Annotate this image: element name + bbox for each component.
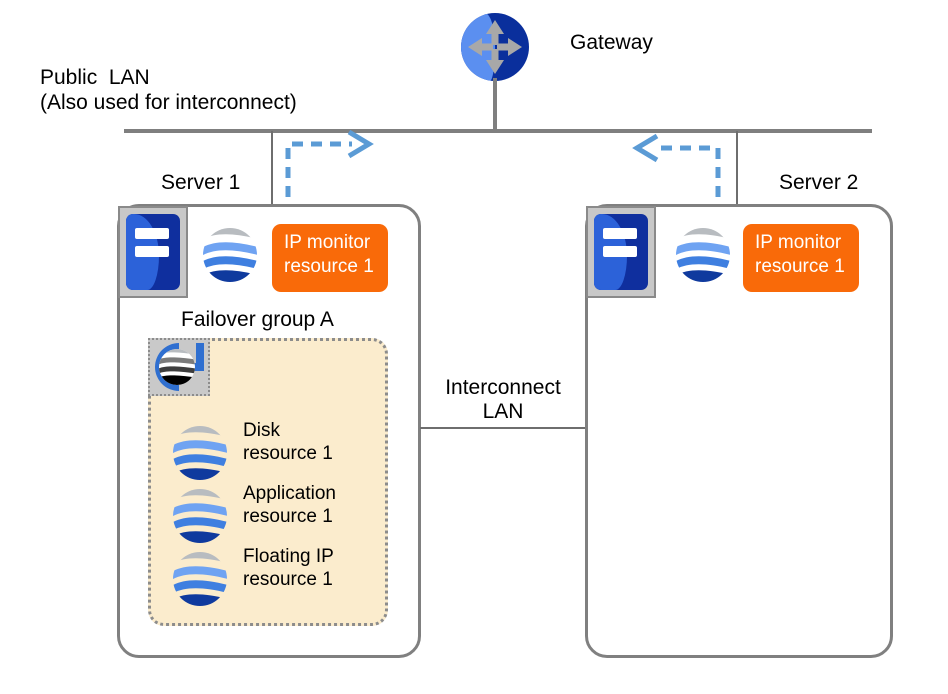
server2-server-icon-body <box>594 214 648 290</box>
gateway-router-icon <box>461 13 529 81</box>
server2-lan-drop-line <box>736 131 738 206</box>
server1-ip-monitor-line2: resource 1 <box>284 256 374 277</box>
failover-resource-application-line1: Application <box>243 483 336 504</box>
server1-ip-monitor-line1: IP monitor <box>284 232 371 253</box>
failover-resource-application-globe-icon <box>173 489 227 543</box>
server2-server-icon <box>586 206 656 298</box>
failover-group-g-icon <box>148 338 210 396</box>
interconnect-lan-label-line2: LAN <box>482 400 524 423</box>
server2-server-icon-bar-bottom <box>602 245 638 258</box>
server2-ip-monitor-pill[interactable]: IP monitor resource 1 <box>743 224 859 292</box>
server1-monitor-arrowhead <box>347 129 374 159</box>
public-lan-label-line1: Public LAN <box>40 66 150 89</box>
server1-label: Server 1 <box>161 171 241 194</box>
server1-ip-monitor-pill[interactable]: IP monitor resource 1 <box>272 224 388 292</box>
failover-resource-disk-line2: resource 1 <box>243 443 333 464</box>
server1-server-icon <box>118 206 188 298</box>
failover-resource-disk-line1: Disk <box>243 420 280 441</box>
failover-resource-floating-ip-globe-icon <box>173 552 227 606</box>
server1-monitor-arrow <box>285 141 352 197</box>
interconnect-lan-label-line1: Interconnect <box>445 376 561 399</box>
server2-ip-monitor-line1: IP monitor <box>755 232 842 253</box>
server1-ip-monitor-globe-icon <box>203 228 257 282</box>
server1-server-icon-body <box>126 214 180 290</box>
server2-server-icon-bar-top <box>602 227 638 240</box>
server2-ip-monitor-line2: resource 1 <box>755 256 845 277</box>
gateway-drop-line <box>493 78 497 132</box>
interconnect-lan-line <box>420 427 586 429</box>
public-lan-label-line2: (Also used for interconnect) <box>40 91 297 114</box>
failover-resource-floating-ip-line1: Floating IP <box>243 546 334 567</box>
server1-lan-drop-line <box>271 131 273 206</box>
gateway-label: Gateway <box>570 31 653 54</box>
server2-label: Server 2 <box>779 171 859 194</box>
failover-group-g-glyph <box>155 343 204 391</box>
gateway-arrows-glyph <box>468 20 522 74</box>
server2-monitor-arrow <box>654 145 721 197</box>
failover-resource-application-line2: resource 1 <box>243 506 333 527</box>
failover-resource-disk-globe-icon <box>173 426 227 480</box>
server1-server-icon-bar-bottom <box>134 245 170 258</box>
server2-ip-monitor-globe-icon <box>676 228 730 282</box>
server2-monitor-arrowhead <box>632 133 659 163</box>
server1-server-icon-bar-top <box>134 227 170 240</box>
failover-group-a-label: Failover group A <box>181 308 334 331</box>
public-lan-bus-line <box>124 129 872 133</box>
failover-resource-floating-ip-line2: resource 1 <box>243 569 333 590</box>
